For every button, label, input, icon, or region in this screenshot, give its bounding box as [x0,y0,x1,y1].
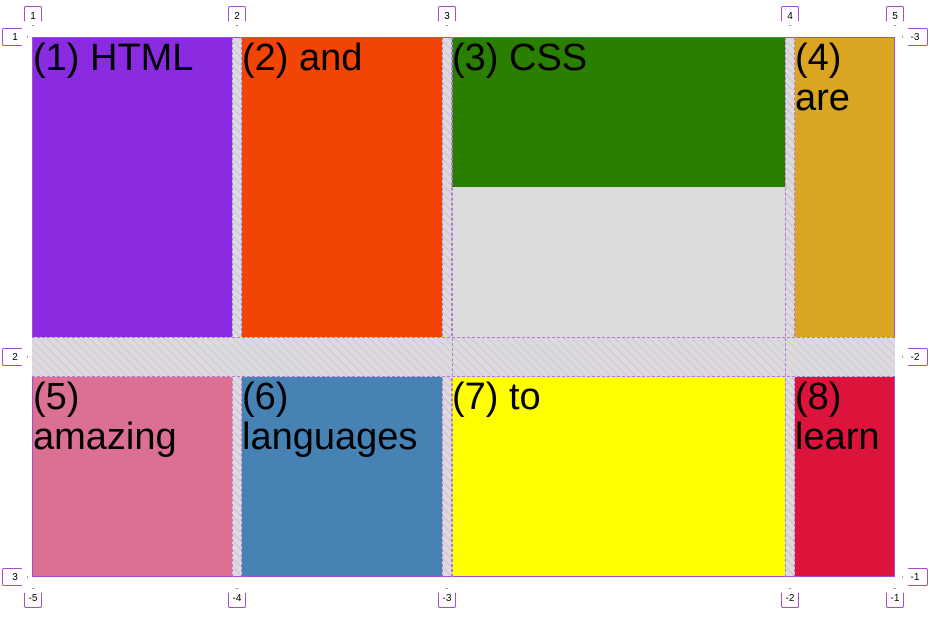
grid-item-4: (4) are [795,38,894,337]
grid-item-2: (2) and [242,38,442,337]
col-line-badge-bottom-2: -4 [228,588,246,608]
grid-item-1: (1) HTML [33,38,232,337]
grid-item-1-label: (1) HTML [33,38,194,79]
row-line-badge-left-1: 1 [2,28,28,46]
column-gap-1 [232,37,242,577]
grid-item-7-label: (7) to [452,377,541,418]
col-line-badge-bottom-1: -5 [24,588,42,608]
grid-item-4-label: (4) are [795,38,850,119]
grid-item-3: (3) CSS [452,38,785,187]
row-line-badge-right-3: -1 [902,568,928,586]
col-line-badge-top-5: 5 [886,6,904,26]
grid-item-5: (5) amazing [33,377,232,576]
col-line-badge-bottom-3: -3 [438,588,456,608]
col-line-badge-bottom-4: -2 [781,588,799,608]
grid-item-8: (8) learn [795,377,894,576]
grid-item-6-label: (6) languages [242,377,418,458]
grid-line-col-3 [452,37,453,577]
grid-item-2-label: (2) and [242,38,363,79]
col-line-badge-top-4: 4 [781,6,799,26]
row-line-badge-right-1: -3 [902,28,928,46]
row-line-badge-left-3: 3 [2,568,28,586]
row-line-badge-right-2: -2 [902,348,928,366]
grid-line-col-4 [785,37,786,577]
col-line-badge-bottom-5: -1 [886,588,904,608]
grid-item-7: (7) to [452,377,785,576]
grid-item-5-label: (5) amazing [33,377,177,458]
row-gap [32,337,895,377]
column-gap-3 [785,37,795,577]
column-gap-2 [442,37,452,577]
col-line-badge-top-3: 3 [438,6,456,26]
col-line-badge-top-2: 2 [228,6,246,26]
grid-item-6: (6) languages [242,377,442,576]
grid-item-3-label: (3) CSS [452,38,588,79]
row-line-badge-left-2: 2 [2,348,28,366]
grid-item-8-label: (8) learn [795,377,880,458]
col-line-badge-top-1: 1 [24,6,42,26]
